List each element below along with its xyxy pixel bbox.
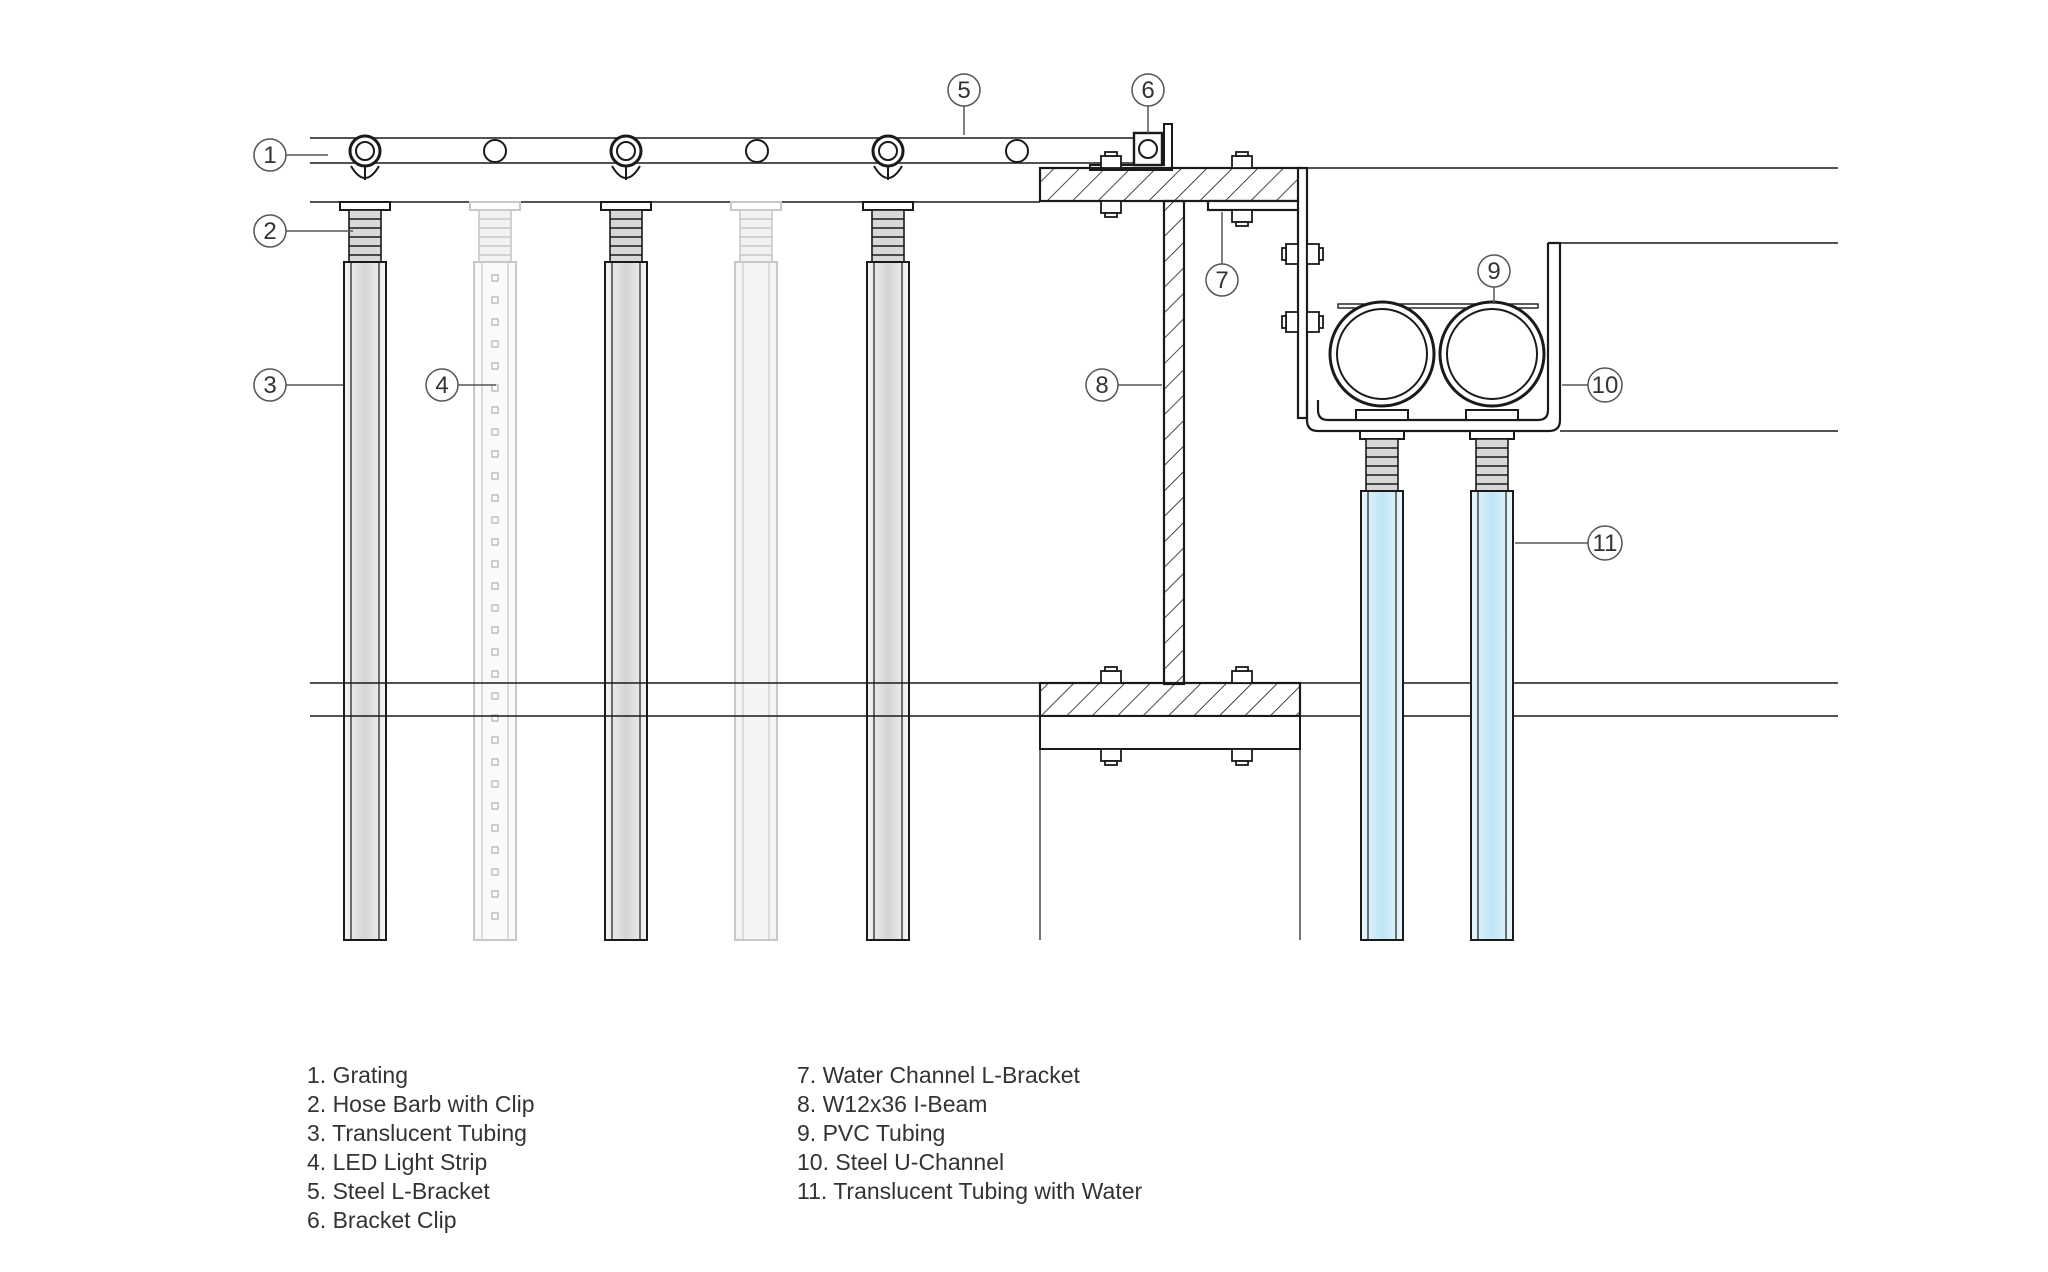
led-dot <box>491 604 499 612</box>
led-dot <box>491 362 499 370</box>
legend-item: 6. Bracket Clip <box>307 1207 457 1233</box>
callout-4: 4 <box>425 368 496 402</box>
led-dot <box>491 428 499 436</box>
svg-text:10: 10 <box>1592 372 1619 399</box>
led-dot <box>491 714 499 722</box>
led-dot <box>491 846 499 854</box>
legend-item: 8. W12x36 I-Beam <box>797 1091 988 1117</box>
water-channel-l-bracket <box>1206 166 1309 420</box>
led-dot <box>491 890 499 898</box>
legend-item: 7. Water Channel L-Bracket <box>797 1062 1080 1088</box>
led-dot <box>491 670 499 678</box>
led-dot <box>491 626 499 634</box>
bolts <box>1100 151 1324 766</box>
svg-text:8: 8 <box>1095 372 1108 399</box>
grating <box>310 137 1172 203</box>
led-dot <box>491 802 499 810</box>
led-light-strip <box>469 201 521 941</box>
bracket-clip <box>1132 131 1164 167</box>
led-dot <box>491 538 499 546</box>
svg-text:7: 7 <box>1215 267 1228 294</box>
legend-item: 2. Hose Barb with Clip <box>307 1091 535 1117</box>
led-dot <box>491 450 499 458</box>
legend-item: 9. PVC Tubing <box>797 1120 946 1146</box>
translucent-tubing-group <box>339 134 914 941</box>
callout-6: 6 <box>1131 73 1165 133</box>
led-dot <box>491 318 499 326</box>
legend-right: 7. Water Channel L-Bracket 8. W12x36 I-B… <box>797 1061 1142 1206</box>
water-tubing-group <box>1355 409 1519 941</box>
led-dot <box>491 406 499 414</box>
legend-item: 10. Steel U-Channel <box>797 1149 1005 1175</box>
pvc-tube <box>1328 300 1436 408</box>
led-dot <box>491 274 499 282</box>
legend-item: 4. LED Light Strip <box>307 1149 488 1175</box>
callout-8: 8 <box>1085 368 1162 402</box>
callout-5: 5 <box>947 73 981 135</box>
svg-text:3: 3 <box>263 372 276 399</box>
w12x36-i-beam <box>1038 166 1302 940</box>
legend-item: 5. Steel L-Bracket <box>307 1178 490 1204</box>
callout-2: 2 <box>253 214 353 248</box>
legend-item: 1. Grating <box>307 1062 408 1088</box>
legend-item: 11. Translucent Tubing with Water <box>797 1178 1143 1204</box>
svg-text:9: 9 <box>1487 258 1500 285</box>
legend-left: 1. Grating 2. Hose Barb with Clip 3. Tra… <box>307 1061 535 1235</box>
callouts: 1 2 3 4 5 6 7 <box>253 73 1623 561</box>
callout-10: 10 <box>1562 367 1623 403</box>
led-dot <box>491 780 499 788</box>
svg-text:6: 6 <box>1141 77 1154 104</box>
led-dot <box>491 912 499 920</box>
led-dot <box>491 648 499 656</box>
lower-lines <box>310 167 1838 717</box>
callout-1: 1 <box>253 138 328 172</box>
led-dot <box>491 494 499 502</box>
svg-text:4: 4 <box>435 372 448 399</box>
ghost-tube <box>730 201 782 941</box>
led-dot <box>491 868 499 876</box>
led-dot <box>491 758 499 766</box>
led-dot <box>491 472 499 480</box>
callout-7: 7 <box>1205 212 1239 297</box>
led-dot <box>491 736 499 744</box>
steel-u-channel <box>1305 241 1562 433</box>
led-dot <box>491 582 499 590</box>
led-dot <box>491 560 499 568</box>
grating-rods <box>483 139 1029 163</box>
svg-text:11: 11 <box>1593 530 1618 557</box>
legend-item: 3. Translucent Tubing <box>307 1120 527 1146</box>
led-dot <box>491 824 499 832</box>
led-dot <box>491 340 499 348</box>
svg-text:1: 1 <box>263 142 276 169</box>
water-tube <box>1465 409 1519 941</box>
pvc-tubing-group <box>1328 300 1546 408</box>
callout-3: 3 <box>253 368 343 402</box>
translucent-tube <box>339 134 391 941</box>
callout-11: 11 <box>1515 525 1623 561</box>
svg-text:5: 5 <box>957 77 970 104</box>
led-light-strip-group <box>469 201 782 941</box>
pvc-tube <box>1438 300 1546 408</box>
translucent-tube <box>862 134 914 941</box>
led-dot <box>491 296 499 304</box>
led-dot <box>491 516 499 524</box>
water-tube <box>1355 409 1409 941</box>
translucent-tube <box>600 134 652 941</box>
led-dot <box>491 692 499 700</box>
callout-9: 9 <box>1477 254 1511 304</box>
svg-text:2: 2 <box>263 218 276 245</box>
led-dot <box>491 384 499 392</box>
